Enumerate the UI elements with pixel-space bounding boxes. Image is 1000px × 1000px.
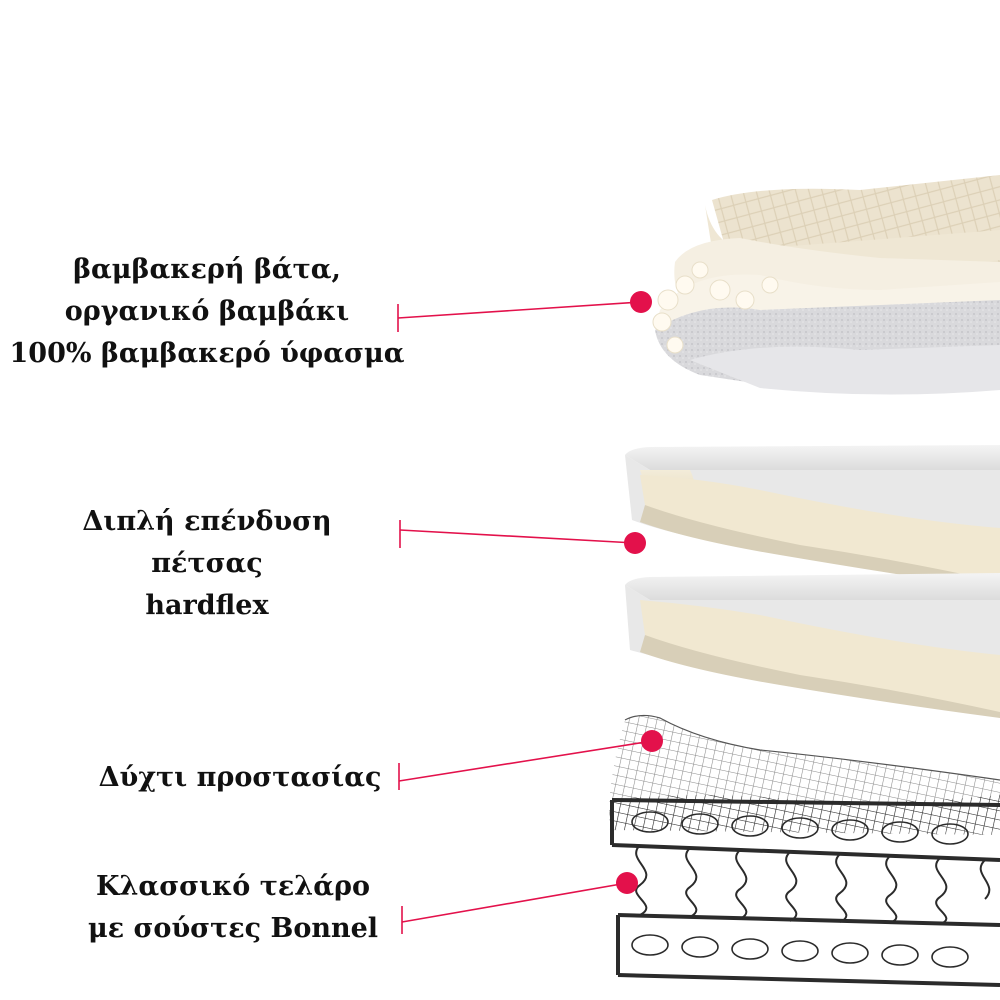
label-cotton-line-3: 100% βαμβακερό ύφασμα <box>9 338 405 369</box>
label-foam-line-1: Διπλή επένδυση <box>82 506 332 537</box>
cotton-layer-image <box>652 175 1000 395</box>
label-foam-layer: Διπλή επένδυση πέτσας hardflex <box>30 501 384 627</box>
callout-dot-frame <box>616 872 638 894</box>
label-frame-line-2: με σούστες Bonnel <box>87 913 379 944</box>
callout-dot-net <box>641 730 663 752</box>
label-cotton-layer: βαμβακερή βάτα, οργανικό βαμβάκι 100% βα… <box>0 249 414 375</box>
label-cotton-line-2: οργανικό βαμβάκι <box>64 296 350 327</box>
callout-line-frame <box>401 882 628 934</box>
foam-layer-bottom-image <box>625 573 1000 718</box>
callout-line-net <box>398 740 653 790</box>
callout-dot-cotton <box>630 291 652 313</box>
label-net-layer: Δύχτι προστασίας <box>80 757 400 799</box>
callout-dot-foam <box>624 532 646 554</box>
bonnel-spring-frame-image <box>610 798 1000 987</box>
callout-line-foam <box>399 520 636 548</box>
protective-net-image <box>609 714 1000 835</box>
label-foam-line-2: πέτσας <box>151 548 263 579</box>
foam-layer-top-image <box>625 445 1000 590</box>
callout-line-cotton <box>397 301 642 332</box>
label-foam-line-3: hardflex <box>145 590 269 621</box>
label-frame-line-1: Κλασσικό τελάρο <box>96 871 370 902</box>
label-cotton-line-1: βαμβακερή βάτα, <box>73 254 341 285</box>
label-net-line-1: Δύχτι προστασίας <box>98 762 382 793</box>
label-frame-layer: Κλασσικό τελάρο με σούστες Bonnel <box>70 866 396 950</box>
